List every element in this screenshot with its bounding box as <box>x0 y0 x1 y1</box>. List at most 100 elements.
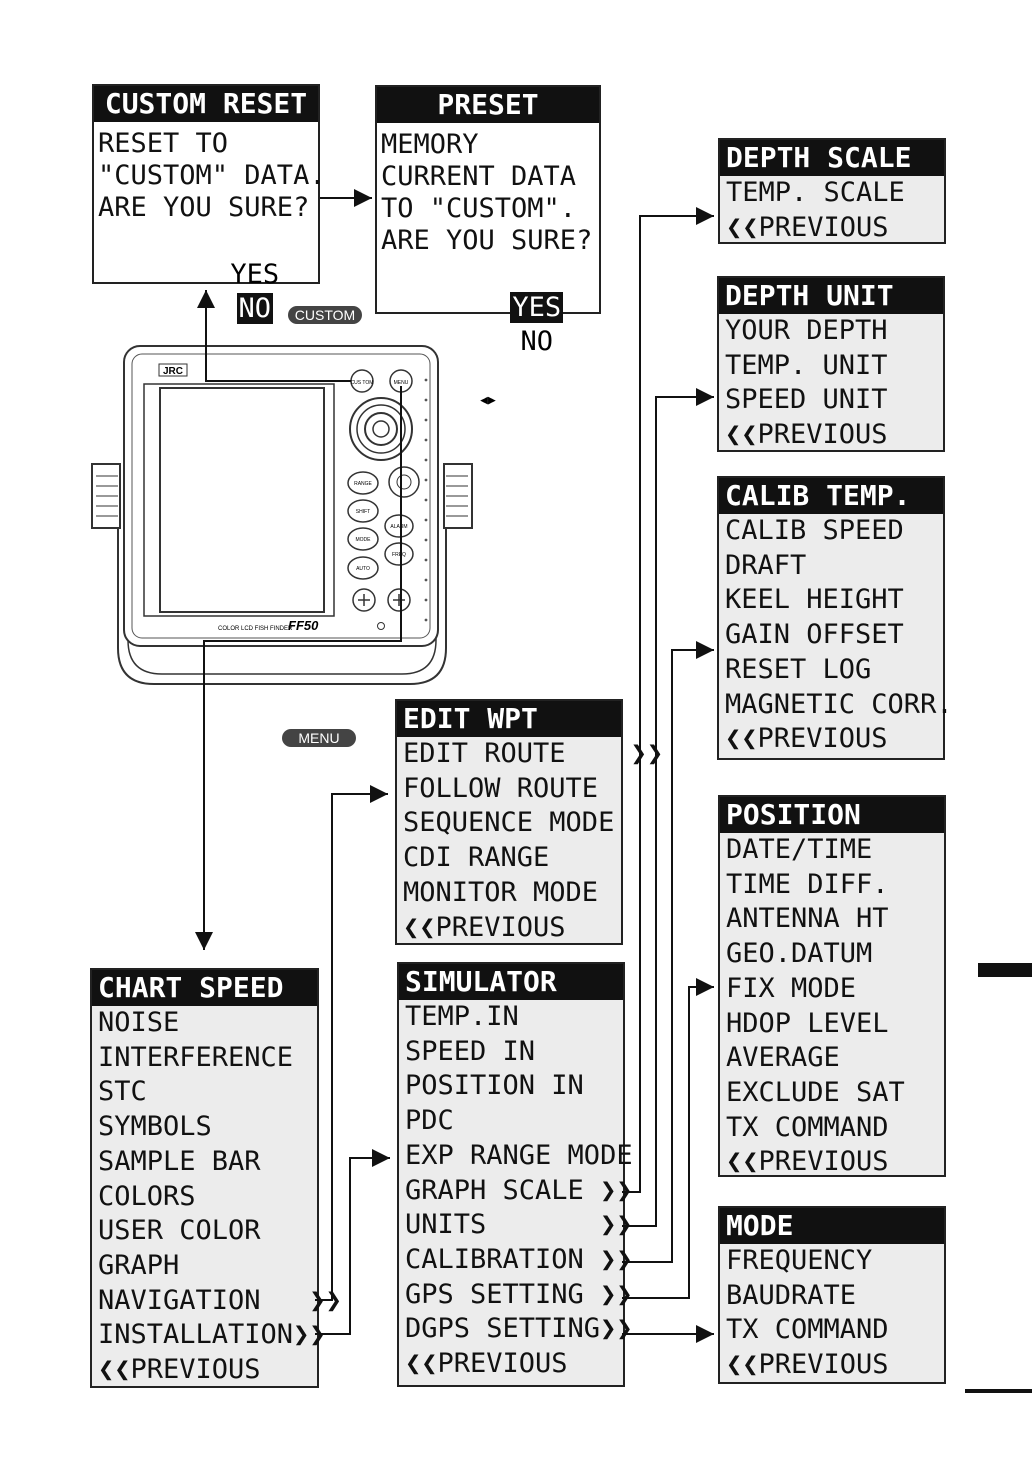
menu-button-text: MENU <box>394 380 409 386</box>
previous-item[interactable]: ❮❮PREVIOUS <box>403 911 566 943</box>
mode-button[interactable]: MODE <box>347 527 379 551</box>
position-menu: POSITION DATE/TIME TIME DIFF. ANTENNA HT… <box>718 795 946 1177</box>
menu-item[interactable]: SAMPLE BAR <box>98 1145 261 1177</box>
menu-item[interactable]: DGPS SETTING❯❯ <box>405 1313 633 1345</box>
left-bracket-knob[interactable] <box>91 463 121 529</box>
menu-item[interactable]: AVERAGE <box>726 1042 840 1074</box>
previous-item[interactable]: ❮❮PREVIOUS <box>726 211 889 243</box>
menu-item[interactable]: SPEED IN <box>405 1035 536 1067</box>
menu-item[interactable]: CDI RANGE <box>403 842 550 874</box>
brand-logo: JRC <box>163 366 183 377</box>
menu-item[interactable]: FREQUENCY <box>726 1245 873 1276</box>
menu-item[interactable]: HDOP LEVEL <box>726 1007 889 1039</box>
menu-item[interactable]: GAIN OFFSET <box>725 619 904 651</box>
custom-reset-yes[interactable]: YES <box>230 259 280 290</box>
preset-dialog: PRESET MEMORY CURRENT DATA TO "CUSTOM". … <box>375 85 601 408</box>
menu-item[interactable]: GEO.DATUM <box>726 938 873 970</box>
menu-item[interactable]: YOUR DEPTH <box>725 315 888 346</box>
previous-item[interactable]: ❮❮PREVIOUS <box>725 419 888 451</box>
menu-item[interactable]: EXP RANGE MODE <box>405 1139 633 1171</box>
menu-item[interactable]: FIX MODE <box>726 972 857 1004</box>
depth-unit-menu: DEPTH UNIT YOUR DEPTH TEMP. UNIT SPEED U… <box>717 276 945 452</box>
rotary-dial[interactable] <box>349 397 413 461</box>
menu-item[interactable]: ANTENNA HT <box>726 903 889 935</box>
menu-item[interactable]: NAVIGATION ❯❯ <box>98 1284 342 1316</box>
preset-line-4: ARE YOU SURE? <box>381 225 593 256</box>
model-name: FF50 <box>288 618 319 633</box>
menu-item[interactable]: CALIB SPEED <box>725 515 904 546</box>
menu-item[interactable]: CALIBRATION ❯❯ <box>405 1243 633 1275</box>
previous-item[interactable]: ❮❮PREVIOUS <box>98 1354 261 1386</box>
menu-item[interactable]: COLORS <box>98 1180 196 1212</box>
menu-item[interactable]: POSITION IN <box>405 1070 584 1102</box>
simulator-title[interactable]: SIMULATOR <box>399 964 623 1000</box>
auto-button[interactable]: AUTO <box>347 556 379 580</box>
custom-reset-no[interactable]: NO <box>236 293 274 324</box>
custom-reset-line-3: ARE YOU SURE? <box>98 192 310 223</box>
menu-item[interactable]: GRAPH <box>98 1249 180 1281</box>
menu-item[interactable]: TX COMMAND <box>726 1111 889 1143</box>
previous-item[interactable]: ❮❮PREVIOUS <box>726 1349 889 1381</box>
menu-item[interactable]: EXCLUDE SAT <box>726 1076 905 1108</box>
menu-item[interactable]: TIME DIFF. <box>726 868 889 900</box>
range-button[interactable]: RANGE <box>347 471 379 495</box>
menu-item[interactable]: DRAFT <box>725 549 807 581</box>
zoom-in-button[interactable] <box>352 588 376 612</box>
menu-item[interactable]: GRAPH SCALE ❯❯ <box>405 1174 633 1206</box>
preset-no[interactable]: NO <box>520 326 554 357</box>
previous-item[interactable]: ❮❮PREVIOUS <box>726 1146 889 1178</box>
menu-item[interactable]: SPEED UNIT <box>725 384 888 416</box>
menu-item[interactable]: SYMBOLS <box>98 1111 212 1143</box>
menu-item[interactable]: INTERFERENCE <box>98 1041 294 1073</box>
menu-item[interactable]: DATE/TIME <box>726 834 873 865</box>
position-title[interactable]: POSITION <box>720 797 944 833</box>
custom-reset-dialog: CUSTOM RESET RESET TO "CUSTOM" DATA. ARE… <box>92 84 326 375</box>
menu-item[interactable]: GPS SETTING ❯❯ <box>405 1278 633 1310</box>
menu-item[interactable]: TEMP.IN <box>405 1001 519 1032</box>
menu-item[interactable]: STC <box>98 1076 147 1108</box>
shift-button[interactable]: SHIFT <box>347 499 379 523</box>
menu-item[interactable]: INSTALLATION❯❯ <box>98 1319 326 1351</box>
mode-title[interactable]: MODE <box>720 1208 944 1244</box>
model-description: COLOR LCD FISH FINDER <box>218 626 293 632</box>
chart-speed-title[interactable]: CHART SPEED <box>92 970 317 1006</box>
menu-item[interactable]: MONITOR MODE <box>403 876 599 908</box>
menu-item[interactable]: NOISE <box>98 1007 180 1038</box>
menu-item[interactable]: FOLLOW ROUTE <box>403 772 599 804</box>
menu-item[interactable]: BAUDRATE <box>726 1279 857 1311</box>
custom-device-button[interactable]: CUS TOM <box>350 369 374 393</box>
menu-item[interactable]: PDC <box>405 1105 454 1137</box>
menu-item[interactable]: TX COMMAND <box>726 1314 889 1346</box>
depth-scale-menu: DEPTH SCALE TEMP. SCALE ❮❮PREVIOUS <box>718 138 946 244</box>
cursor-pad[interactable] <box>388 466 420 498</box>
page-tab-mark <box>978 963 1032 977</box>
custom-key-label: CUSTOM <box>288 306 362 324</box>
preset-title: PRESET <box>377 87 599 123</box>
range-button-text: RANGE <box>354 481 372 487</box>
alarm-button[interactable]: ALARM <box>384 514 414 538</box>
depth-scale-title[interactable]: DEPTH SCALE <box>720 140 944 176</box>
alarm-button-text: ALARM <box>390 524 407 530</box>
right-bracket-knob[interactable] <box>443 463 473 529</box>
menu-item[interactable]: USER COLOR <box>98 1215 261 1247</box>
arrow-navigation-to-edit-wpt <box>315 785 388 1301</box>
menu-item[interactable]: MAGNETIC CORR. <box>725 688 953 720</box>
menu-item[interactable]: KEEL HEIGHT <box>725 584 904 616</box>
zoom-out-button[interactable] <box>387 588 411 612</box>
menu-item[interactable]: TEMP. SCALE <box>726 177 905 208</box>
previous-item[interactable]: ❮❮PREVIOUS <box>725 723 888 755</box>
preset-yes[interactable]: YES <box>510 292 564 323</box>
previous-item[interactable]: ❮❮PREVIOUS <box>405 1348 568 1380</box>
menu-item[interactable]: RESET LOG <box>725 653 872 685</box>
menu-item[interactable]: UNITS ❯❯ <box>405 1209 633 1241</box>
preset-line-1: MEMORY <box>381 129 479 160</box>
calib-title[interactable]: CALIB TEMP. <box>719 478 943 514</box>
menu-item[interactable]: SEQUENCE MODE <box>403 807 615 839</box>
auto-button-text: AUTO <box>356 566 370 572</box>
depth-unit-title[interactable]: DEPTH UNIT <box>719 278 943 314</box>
menu-item[interactable]: TEMP. UNIT <box>725 349 888 381</box>
freq-button[interactable]: FREQ <box>384 542 414 566</box>
freq-button-text: FREQ <box>392 552 406 558</box>
